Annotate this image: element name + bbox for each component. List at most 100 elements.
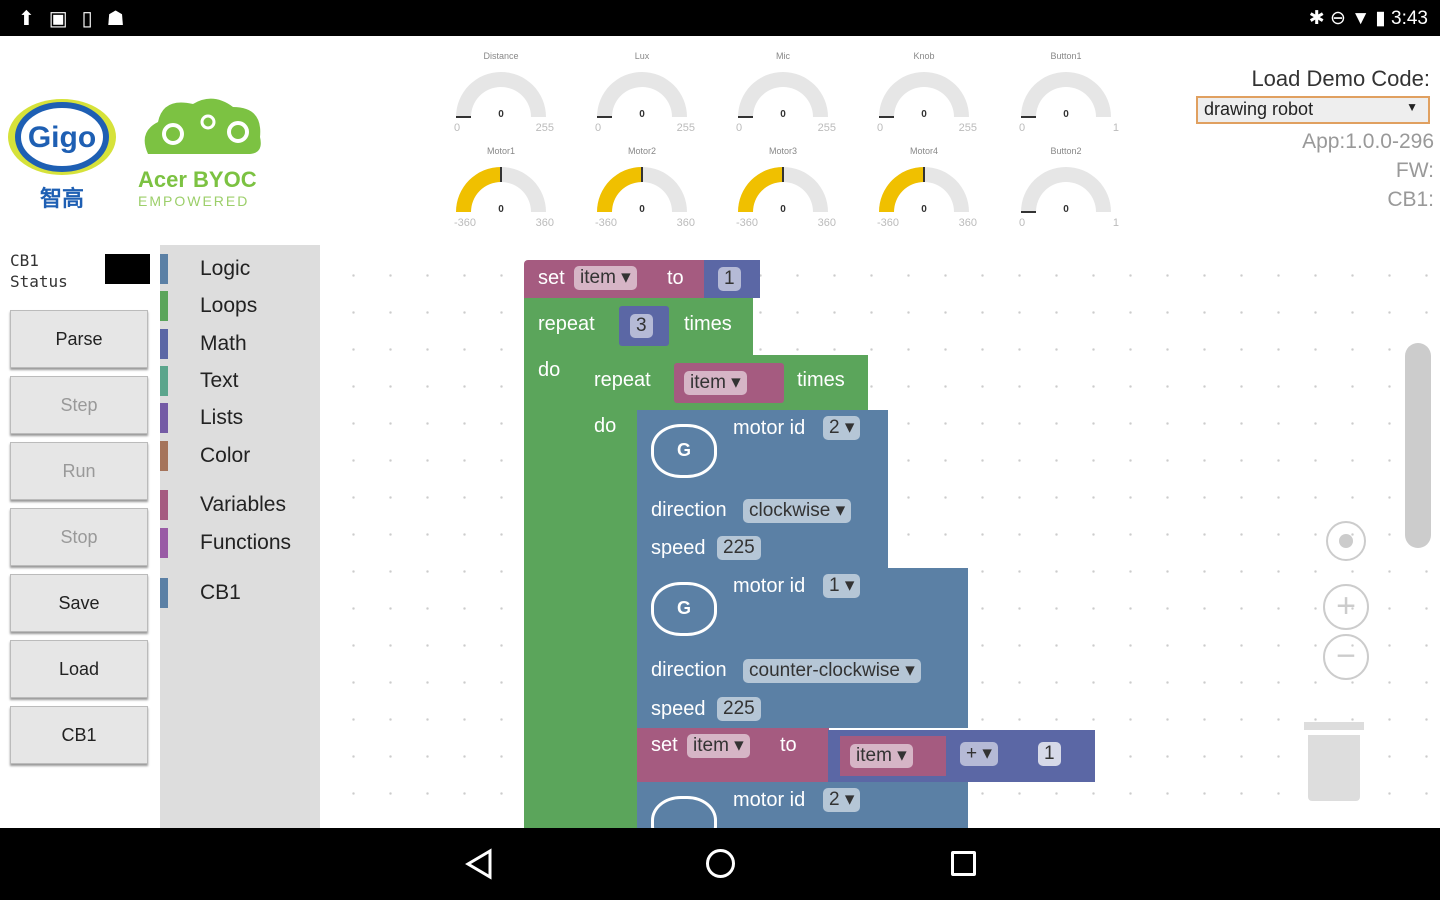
direction-dropdown[interactable]: counter-clockwise ▾: [743, 659, 921, 683]
category-color-bar: [160, 403, 168, 433]
category-loops[interactable]: Loops: [160, 290, 320, 322]
number-value[interactable]: 1: [1038, 742, 1061, 766]
number-block[interactable]: 3: [619, 306, 669, 346]
number-block[interactable]: 1: [704, 260, 760, 298]
gauge-track: [456, 72, 546, 117]
gauge-fill: [738, 167, 783, 212]
workspace-scrollbar[interactable]: [1405, 343, 1431, 548]
gauge-min: -360: [877, 217, 900, 229]
category-logic[interactable]: Logic: [160, 253, 320, 285]
gauge-min: 0: [595, 122, 602, 134]
repeat-count[interactable]: 3: [630, 314, 653, 338]
workspace[interactable]: repeat 3 times do repeat item ▾ times do…: [320, 245, 1438, 828]
trash-icon[interactable]: [1304, 722, 1364, 802]
fw-version: FW:: [1395, 159, 1434, 182]
variable-dropdown[interactable]: item ▾: [850, 744, 913, 768]
system-icons: ✱ ⊖ ▼ ▮: [1308, 8, 1392, 29]
gauge-label: Mic: [776, 51, 790, 61]
to-label: to: [667, 267, 684, 289]
do-label: do: [538, 359, 561, 381]
to-label: to: [780, 734, 797, 756]
motor-block[interactable]: motor id 2 ▾: [637, 782, 968, 828]
inner-repeat-block[interactable]: repeat item ▾ times: [580, 355, 868, 410]
motor-block[interactable]: G motor id 2 ▾ direction clockwise ▾ spe…: [637, 410, 888, 568]
motor-id-dropdown[interactable]: 1 ▾: [823, 574, 861, 598]
stop-button[interactable]: Stop: [10, 508, 148, 566]
variable-dropdown[interactable]: item ▾: [574, 266, 637, 290]
demo-label: Load Demo Code:: [1251, 66, 1430, 91]
acer-sub-text: EMPOWERED: [138, 193, 250, 209]
math-arithmetic-block[interactable]: item ▾ + ▾ 1: [828, 730, 1095, 782]
gauge-label: Lux: [634, 51, 650, 61]
category-color-bar: [160, 578, 168, 608]
zoom-out-icon[interactable]: −: [1323, 634, 1369, 680]
speed-label: speed: [651, 698, 706, 720]
number-value[interactable]: 1: [718, 267, 741, 291]
operator-dropdown[interactable]: + ▾: [960, 742, 998, 766]
speed-input[interactable]: 225: [717, 536, 761, 560]
gauge-min: 0: [877, 122, 884, 134]
demo-select[interactable]: drawing robot▼: [1196, 96, 1430, 124]
gauge-track: [738, 72, 828, 117]
variable-block[interactable]: item ▾: [674, 363, 784, 403]
category-color-bar: [160, 528, 168, 558]
load-button[interactable]: Load: [10, 640, 148, 698]
category-color-bar: [160, 366, 168, 396]
speed-label: speed: [651, 537, 706, 559]
variable-block[interactable]: item ▾: [840, 736, 946, 776]
direction-label: direction: [651, 659, 727, 681]
gauge-value: 0: [921, 204, 927, 215]
motor-block[interactable]: G motor id 1 ▾ direction counter-clockwi…: [637, 568, 968, 728]
recenter-icon[interactable]: [1326, 521, 1366, 561]
category-color[interactable]: Color: [160, 440, 320, 472]
navigation-bar: [0, 828, 1440, 900]
set-label: set: [538, 267, 565, 289]
gauge-knob: Knob 0 0 255: [864, 51, 984, 151]
category-label: Math: [200, 332, 247, 355]
parse-button[interactable]: Parse: [10, 310, 148, 368]
motor-id-label: motor id: [733, 789, 806, 811]
category-color-bar: [160, 490, 168, 520]
variable-dropdown[interactable]: item ▾: [684, 371, 747, 395]
category-functions[interactable]: Functions: [160, 527, 320, 559]
motor-id-dropdown[interactable]: 2 ▾: [823, 416, 861, 440]
direction-dropdown[interactable]: clockwise ▾: [743, 499, 852, 523]
recents-icon[interactable]: [951, 851, 976, 876]
variable-dropdown[interactable]: item ▾: [687, 734, 750, 758]
gauge-motor2: Motor2 0 -360 360: [582, 146, 702, 246]
version-info: App:1.0.0-296 FW: CB1:: [1302, 127, 1434, 214]
back-icon[interactable]: [464, 848, 494, 880]
gauge-label: Motor1: [486, 146, 515, 156]
gauge-label: Motor3: [768, 146, 797, 156]
category-text[interactable]: Text: [160, 365, 320, 397]
run-button[interactable]: Run: [10, 442, 148, 500]
set-variable-block[interactable]: set item ▾ to: [524, 260, 710, 298]
category-math[interactable]: Math: [160, 328, 320, 360]
gauge-track: [597, 72, 687, 117]
zoom-in-icon[interactable]: +: [1323, 584, 1369, 630]
cb1-version: CB1:: [1387, 188, 1434, 211]
category-cb1[interactable]: CB1: [160, 577, 320, 609]
status-bar: ⬆▣▯☗ ✱ ⊖ ▼ ▮ 3:43: [0, 0, 1440, 36]
speed-input[interactable]: 225: [717, 697, 761, 721]
category-color-bar: [160, 329, 168, 359]
gauge-fill: [456, 167, 501, 212]
gauge-value: 0: [1063, 204, 1069, 215]
gauge-mic: Mic 0 0 255: [723, 51, 843, 151]
category-lists[interactable]: Lists: [160, 402, 320, 434]
gigo-icon: [651, 796, 717, 828]
cb1-status-label: CB1 Status: [10, 250, 68, 292]
gauge-max: 255: [958, 122, 977, 134]
save-button[interactable]: Save: [10, 574, 148, 632]
gauge-max: 360: [958, 217, 977, 229]
category-color-bar: [160, 254, 168, 284]
category-variables[interactable]: Variables: [160, 489, 320, 521]
home-icon[interactable]: [706, 849, 735, 878]
motor-id-dropdown[interactable]: 2 ▾: [823, 788, 861, 812]
repeat-block[interactable]: repeat 3 times: [524, 298, 753, 355]
demo-selected: drawing robot: [1204, 99, 1314, 119]
step-button[interactable]: Step: [10, 376, 148, 434]
cb1-button[interactable]: CB1: [10, 706, 148, 764]
set-variable-block[interactable]: set item ▾ to: [637, 728, 829, 782]
